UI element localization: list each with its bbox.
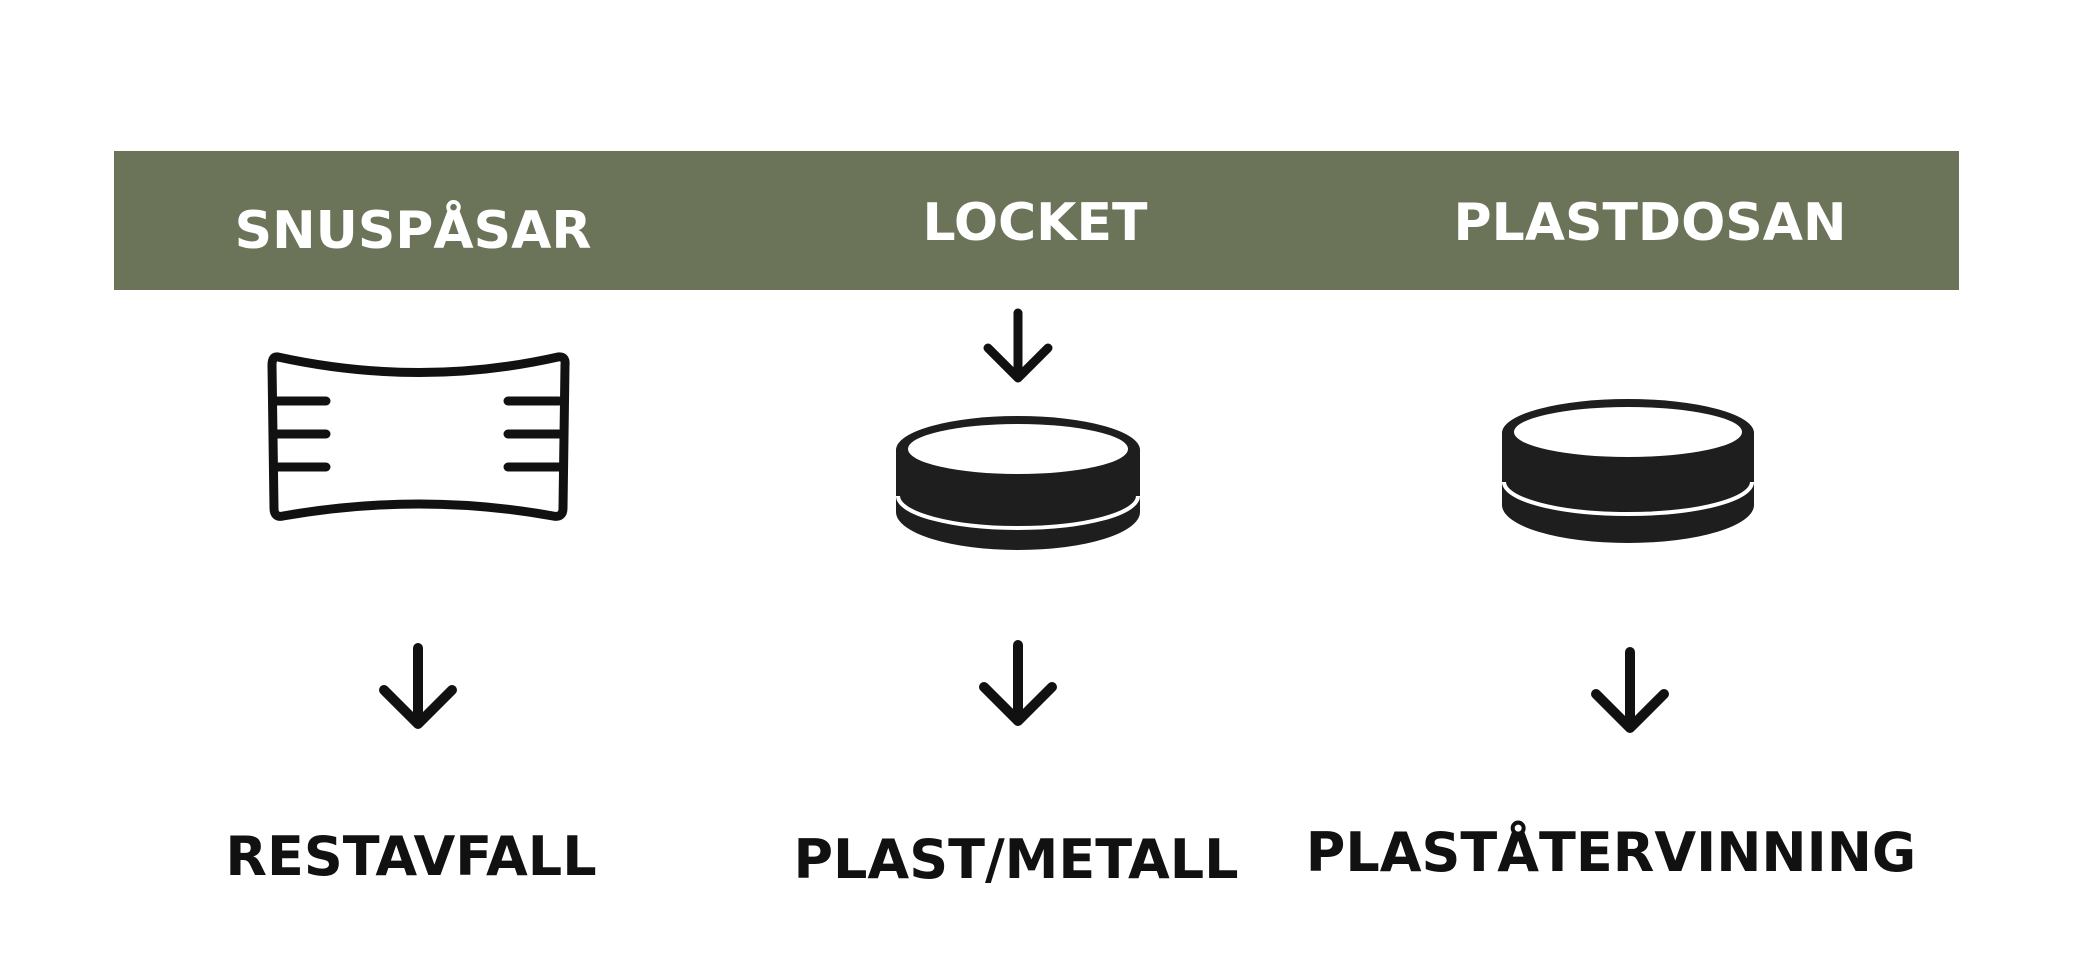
arrow-down-icon xyxy=(979,640,1057,726)
header-band xyxy=(114,151,1959,290)
header-snuspasar: SNUSPÅSAR xyxy=(234,201,592,261)
arrow-down-icon xyxy=(1591,647,1669,733)
destination-restavfall: RESTAVFALL xyxy=(225,825,597,888)
destination-plastatervinning: PLASTÅTERVINNING xyxy=(1305,821,1917,884)
snus-tin-icon xyxy=(1502,399,1754,543)
header-plastdosan: PLASTDOSAN xyxy=(1453,193,1847,253)
header-locket: LOCKET xyxy=(922,193,1148,253)
arrow-down-icon xyxy=(379,643,457,729)
snus-lid-icon xyxy=(896,416,1140,550)
snus-pouch-icon xyxy=(267,352,570,521)
destination-plast-metall: PLAST/METALL xyxy=(793,828,1239,891)
arrow-down-icon xyxy=(983,308,1053,383)
